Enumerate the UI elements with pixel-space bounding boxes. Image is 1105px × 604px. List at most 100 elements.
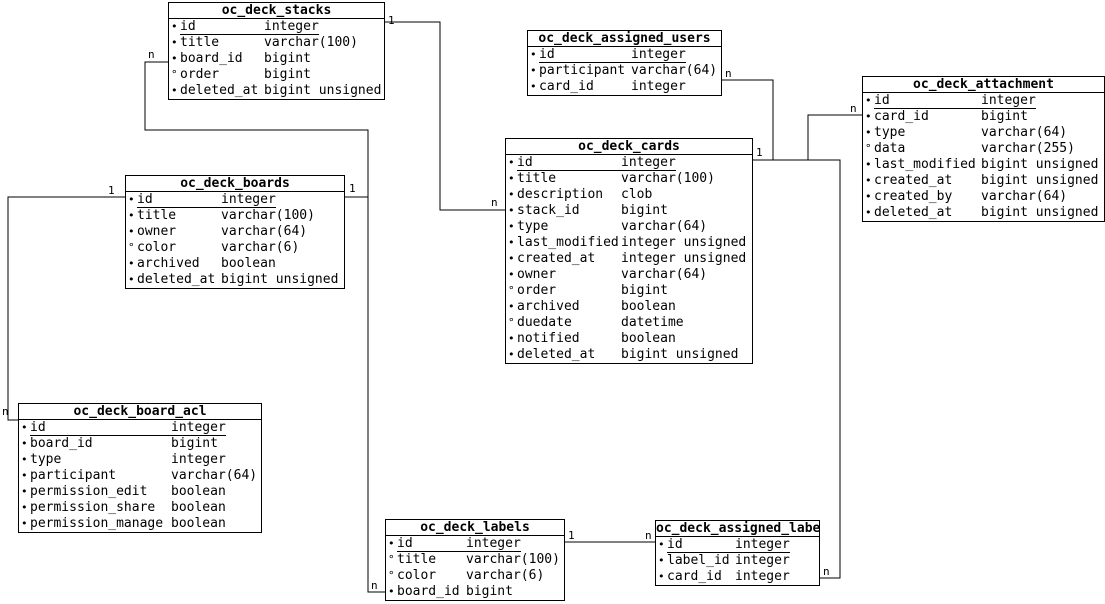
field-text: color varchar(6) [397,568,544,584]
field-name: type [517,219,549,234]
nullable-bullet-icon: ° [865,142,872,155]
relationship-cards-attachment [753,114,862,161]
cardinality-label: 1 [756,146,763,159]
field-type: varchar(6) [221,240,300,255]
field-type: varchar(100) [221,208,315,223]
field-type: bigint unsigned [221,272,339,287]
field-type: bigint unsigned [621,347,739,362]
field-type: varchar(6) [466,568,545,583]
nullable-bullet-icon: ° [128,241,135,254]
field-type: integer [735,537,790,552]
nullable-bullet-icon: ° [388,569,395,582]
field-type: varchar(64) [981,125,1068,140]
cardinality-label: 1 [388,14,395,27]
field-type: varchar(64) [171,468,258,483]
field-type: integer [221,192,276,207]
field-name: board_id [180,51,243,66]
field-type: bigint [621,203,668,218]
field-name: id [397,536,413,551]
field-name: card_id [874,109,929,124]
field-name: notified [517,331,580,346]
field-type: bigint [264,51,311,66]
field-type: integer [466,536,521,551]
nullable-bullet-icon: ° [388,553,395,566]
not-null-bullet-icon: • [865,94,872,107]
field-type: datetime [621,315,684,330]
not-null-bullet-icon: • [508,332,515,345]
not-null-bullet-icon: • [128,273,135,286]
not-null-bullet-icon: • [388,537,395,550]
table-title: oc_deck_board_acl [19,404,261,420]
not-null-bullet-icon: • [171,84,178,97]
not-null-bullet-icon: • [865,190,872,203]
table-title: oc_deck_assigned_users [528,31,721,47]
field-type: integer [631,79,686,94]
field-type: bigint unsigned [981,205,1099,220]
field-type: integer [621,155,676,170]
field-name: card_id [667,569,722,584]
nullable-bullet-icon: ° [508,316,515,329]
field-type: varchar(100) [466,552,560,567]
table-title: oc_deck_stacks [169,3,384,19]
field-type: varchar(64) [621,267,708,282]
field-name: order [517,283,557,298]
not-null-bullet-icon: • [508,156,515,169]
relationship-boards-labels [367,197,385,593]
field-name: title [137,208,177,223]
field-type: integer [981,93,1036,108]
cardinality-label: n [725,67,732,80]
field-type: varchar(100) [621,171,715,186]
field-name: board_id [30,436,93,451]
field-name: color [397,568,437,583]
not-null-bullet-icon: • [508,204,515,217]
field-row-id: •id integer [386,536,564,552]
field-name: order [180,67,220,82]
not-null-bullet-icon: • [658,538,665,551]
field-name: label_id [667,553,730,568]
cardinality-label: n [2,405,9,418]
field-name: id [180,19,196,34]
cardinality-label: n [491,196,498,209]
field-type: varchar(64) [981,189,1068,204]
